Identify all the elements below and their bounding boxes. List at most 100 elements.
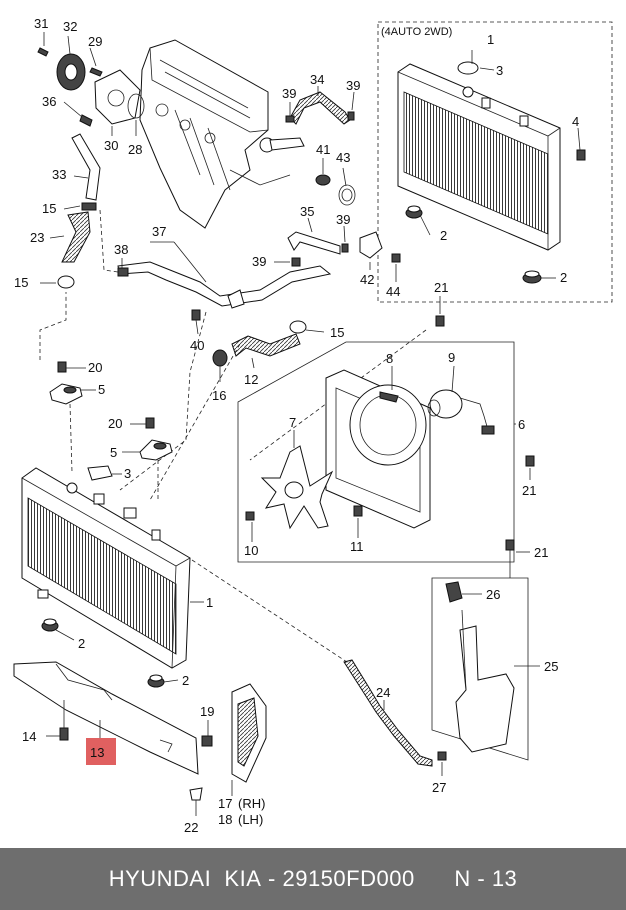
highlight-part-13: 13 — [86, 738, 116, 765]
clamp-16 — [212, 349, 228, 367]
callout-15-a: 15 — [42, 201, 56, 216]
bracket-5-b — [139, 439, 173, 461]
inset-mount-insulator-upper — [405, 205, 423, 219]
callout-32: 32 — [63, 19, 77, 34]
clamp-15-b — [57, 275, 75, 289]
bolt-31 — [37, 47, 49, 57]
callout-42: 42 — [360, 272, 374, 287]
callout-29: 29 — [88, 34, 102, 49]
footer-brand: HYUNDAI KIA — [108, 866, 262, 891]
reservoir-cap-26 — [445, 581, 463, 603]
callout-2-main-a: 2 — [78, 636, 85, 651]
fan-assembly-box — [237, 341, 516, 563]
highlight-box — [86, 738, 116, 765]
engine-block — [139, 39, 291, 229]
gasket-28 — [127, 93, 145, 119]
callout-36: 36 — [42, 94, 56, 109]
fan-motor-9 — [427, 389, 495, 435]
hose-23 — [61, 211, 91, 263]
clamp-15-c — [289, 320, 307, 334]
reservoir-group-box — [431, 577, 529, 761]
gasket-43 — [338, 184, 356, 206]
bolt-14 — [59, 727, 69, 741]
bolt-21-b — [525, 455, 535, 467]
callout-16: 16 — [212, 388, 226, 403]
radiator-cap-3 — [87, 465, 113, 481]
callout-21-b: 21 — [522, 483, 536, 498]
bracket-5-a — [49, 383, 83, 405]
mount-insulator-2-b — [147, 674, 165, 688]
callout-40: 40 — [190, 338, 204, 353]
callout-1-main: 1 — [206, 595, 213, 610]
callout-20-a: 20 — [88, 360, 102, 375]
fitting-36 — [79, 114, 93, 127]
callout-12: 12 — [244, 372, 258, 387]
callout-38: 38 — [114, 242, 128, 257]
footer-page-ref: N - 13 — [454, 866, 518, 891]
clamp-39-a — [285, 115, 295, 123]
callout-15-b: 15 — [14, 275, 28, 290]
callout-41: 41 — [316, 142, 330, 157]
callout-7: 7 — [289, 415, 296, 430]
callout-35: 35 — [300, 204, 314, 219]
callout-39-a: 39 — [346, 78, 360, 93]
callout-31: 31 — [34, 16, 48, 31]
inset-label: (4AUTO 2WD) — [381, 26, 452, 38]
inset-4auto-2wd: (4AUTO 2WD) 1 3 4 — [377, 21, 613, 303]
hose-33 — [71, 133, 101, 201]
inset-drain-plug — [576, 149, 586, 161]
callout-8: 8 — [386, 351, 393, 366]
callout-19: 19 — [200, 704, 214, 719]
clip-22 — [189, 787, 203, 801]
callout-22: 22 — [184, 820, 198, 835]
pipe-attached — [269, 137, 305, 151]
air-guard-13 — [13, 661, 199, 775]
hose-34 — [289, 91, 351, 125]
callout-39-c: 39 — [336, 212, 350, 227]
clamp-15-a — [81, 202, 97, 211]
callout-25: 25 — [544, 659, 558, 674]
clamp-39-c — [341, 243, 349, 253]
callout-17: 17 — [218, 796, 232, 811]
overflow-hose-24 — [343, 659, 433, 767]
callout-4: 4 — [572, 114, 579, 129]
callout-24: 24 — [376, 685, 390, 700]
radiator-1 — [21, 467, 191, 669]
inset-radiator — [397, 63, 561, 251]
mount-insulator-2-a — [41, 618, 59, 632]
callout-39-b: 39 — [282, 86, 296, 101]
footer-bar: HYUNDAI KIA - 29150FD000 N - 13 — [0, 848, 626, 910]
callout-15-c: 15 — [330, 325, 344, 340]
clamp-39-d — [291, 257, 301, 267]
thermostat-housing-42 — [359, 231, 383, 259]
callout-5-b: 5 — [110, 445, 117, 460]
pipe-37 — [117, 261, 332, 309]
footer-separator: - — [268, 866, 276, 891]
parts-diagram: (4AUTO 2WD) 1 3 4 — [13, 16, 613, 835]
bolt-44 — [391, 253, 401, 263]
reservoir-25 — [455, 609, 515, 753]
callout-10: 10 — [244, 543, 258, 558]
callout-23: 23 — [30, 230, 44, 245]
callout-20-b: 20 — [108, 416, 122, 431]
bolt-21-a — [435, 315, 445, 327]
footer-part-number: 29150FD000 — [282, 866, 415, 891]
thermostat-41 — [315, 174, 331, 186]
callout-33: 33 — [52, 167, 66, 182]
callout-27: 27 — [432, 780, 446, 795]
callout-18-lh: (LH) — [238, 812, 263, 827]
callout-9: 9 — [448, 350, 455, 365]
clip-19 — [201, 735, 213, 747]
stud-29 — [89, 67, 103, 77]
nut-10 — [245, 511, 255, 521]
callout-43: 43 — [336, 150, 350, 165]
fan-blade-7 — [260, 445, 334, 530]
hose-38 — [117, 267, 129, 277]
callout-21-a: 21 — [434, 280, 448, 295]
callout-1-inset: 1 — [487, 32, 494, 47]
bolt-11 — [353, 505, 363, 517]
callout-17-rh: (RH) — [238, 796, 265, 811]
bolt-20-b — [145, 417, 155, 429]
clip-27 — [437, 751, 447, 761]
side-guard-17-18 — [231, 683, 267, 783]
